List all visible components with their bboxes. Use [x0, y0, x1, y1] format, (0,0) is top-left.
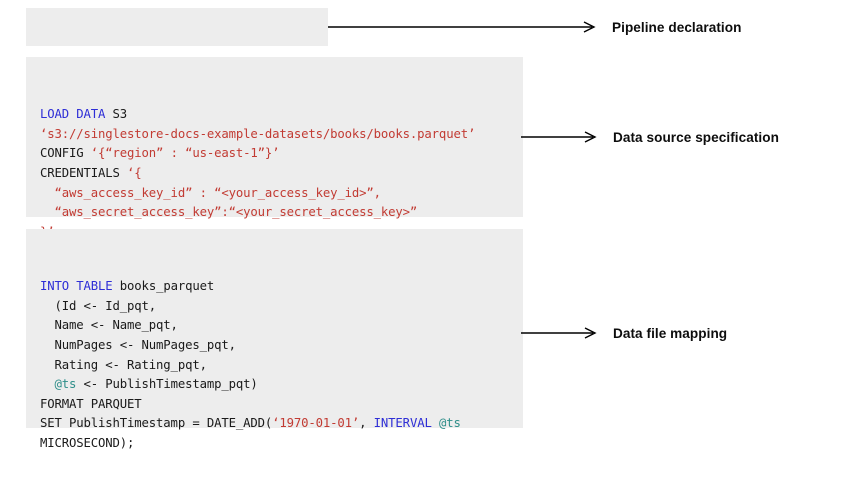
- code-token: books_parquet: [112, 279, 215, 294]
- annotation-label-data-source: Data source specification: [613, 129, 779, 145]
- annotation-label-data-file-mapping: Data file mapping: [613, 325, 728, 341]
- annotation-declaration: Pipeline declaration: [328, 16, 741, 38]
- code-token: @ts: [54, 377, 77, 392]
- code-line: LOAD DATA S3: [40, 105, 509, 125]
- code-block-data-file-mapping: INTO TABLE books_parquet (Id <- Id_pqt, …: [26, 229, 523, 450]
- arrow-right-icon: [521, 131, 601, 143]
- code-token: CONFIG: [40, 146, 91, 161]
- code-block-data-source: LOAD DATA S3‘s3://singlestore-docs-examp…: [26, 57, 523, 239]
- annotation-data-file-mapping: Data file mapping: [521, 322, 727, 344]
- code-line: INTO TABLE books_parquet: [40, 277, 509, 297]
- code-token: “aws_access_key_id” : “<your_access_key_…: [40, 185, 382, 200]
- code-token: “aws_secret_access_key”:“<your_secret_ac…: [40, 205, 418, 220]
- code-line: Name <- Name_pqt,: [40, 316, 509, 336]
- code-token: ,: [359, 416, 374, 431]
- code-lines-data-file-mapping: INTO TABLE books_parquet (Id <- Id_pqt, …: [26, 268, 523, 462]
- code-token: ‘{: [127, 165, 142, 180]
- code-line: SET PublishTimestamp = DATE_ADD(‘1970-01…: [40, 414, 509, 434]
- code-lines-data-source: LOAD DATA S3‘s3://singlestore-docs-examp…: [26, 96, 523, 251]
- code-line: CREDENTIALS ‘{: [40, 164, 509, 184]
- code-token: MICROSECOND);: [40, 435, 135, 450]
- code-line: FORMAT PARQUET: [40, 395, 509, 415]
- code-token: (Id <- Id_pqt,: [40, 298, 157, 313]
- code-token: INTERVAL: [373, 416, 432, 431]
- code-token: Rating <- Rating_pqt,: [40, 357, 207, 372]
- code-token: ‘s3://singlestore-docs-example-datasets/…: [40, 126, 476, 141]
- code-line: CONFIG ‘{“region” : “us-east-1”}’: [40, 144, 509, 164]
- annotation-data-source: Data source specification: [521, 126, 779, 148]
- code-token: CREDENTIALS: [40, 165, 128, 180]
- code-token: LOAD DATA: [40, 107, 106, 122]
- code-token: [40, 377, 55, 391]
- code-token: NumPages <- NumPages_pqt,: [40, 337, 236, 352]
- diagram-canvas: CREATE PIPELINE parquet_pipeline AS Pipe…: [26, 8, 779, 450]
- code-token: INTO TABLE: [40, 279, 113, 294]
- code-line: (Id <- Id_pqt,: [40, 297, 509, 317]
- code-line: “aws_secret_access_key”:“<your_secret_ac…: [40, 203, 509, 223]
- annotation-label-declaration: Pipeline declaration: [612, 19, 742, 35]
- code-token: @ts: [438, 416, 461, 431]
- code-line: “aws_access_key_id” : “<your_access_key_…: [40, 184, 509, 204]
- code-token: FORMAT PARQUET: [40, 396, 142, 411]
- code-token: ‘{“region” : “us-east-1”}’: [90, 146, 280, 161]
- code-line: Rating <- Rating_pqt,: [40, 356, 509, 376]
- arrow-right-icon: [521, 327, 601, 339]
- code-token: ‘1970-01-01’: [272, 416, 360, 431]
- code-line: NumPages <- NumPages_pqt,: [40, 336, 509, 356]
- code-token: [432, 416, 439, 430]
- code-token: SET PublishTimestamp = DATE_ADD(: [40, 416, 273, 431]
- arrow-right-icon: [328, 21, 600, 33]
- code-token: Name <- Name_pqt,: [40, 318, 178, 333]
- code-token: S3: [105, 107, 128, 122]
- code-line: @ts <- PublishTimestamp_pqt): [40, 375, 509, 395]
- code-block-declaration: CREATE PIPELINE parquet_pipeline AS: [26, 8, 328, 72]
- code-token: <- PublishTimestamp_pqt): [76, 377, 258, 392]
- code-line: MICROSECOND);: [40, 434, 509, 454]
- code-line: ‘s3://singlestore-docs-example-datasets/…: [40, 125, 509, 145]
